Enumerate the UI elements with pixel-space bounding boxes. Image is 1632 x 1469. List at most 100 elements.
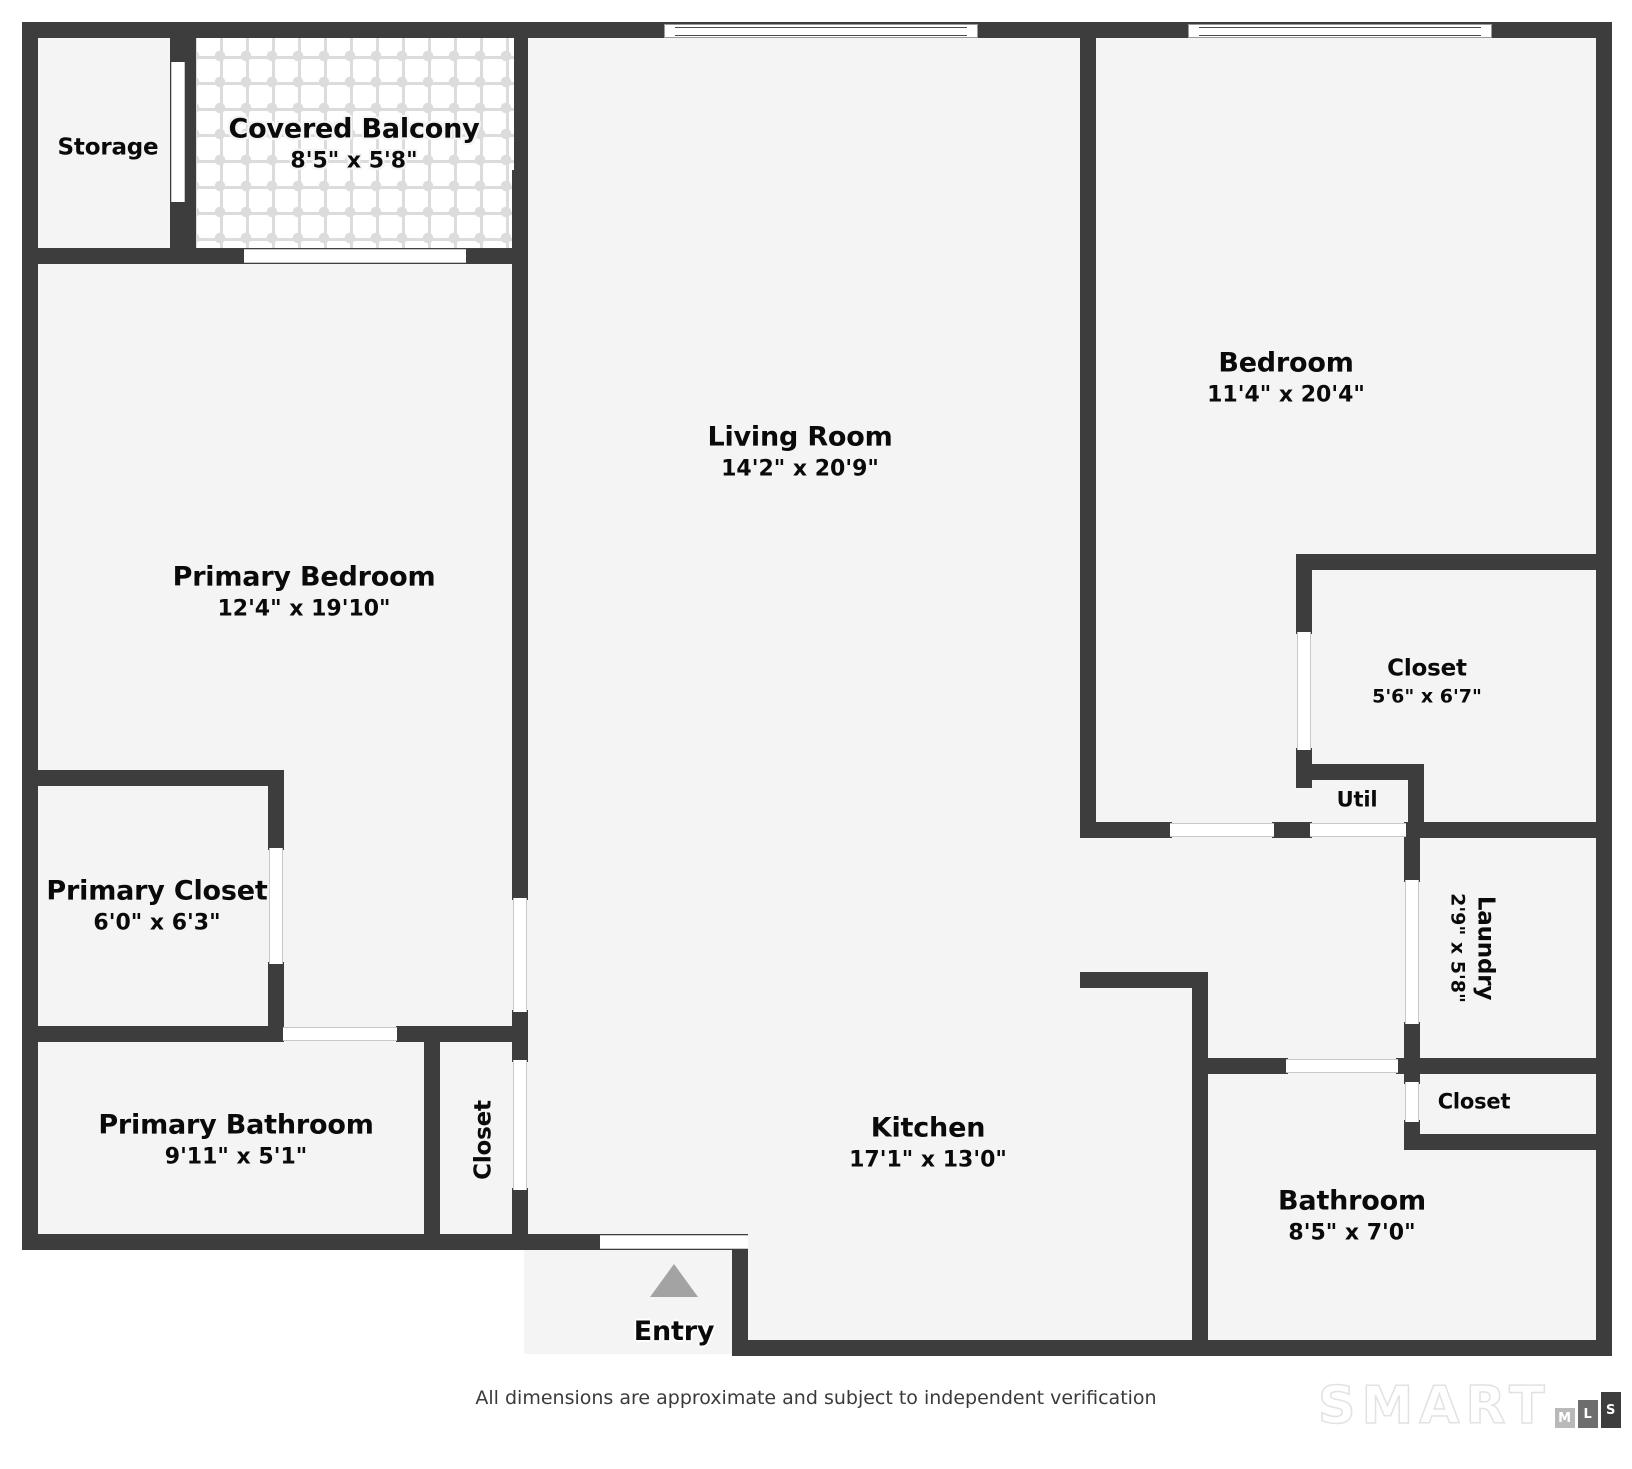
room-fill-storage: [36, 36, 182, 260]
wall-living-primary-upper: [512, 170, 528, 900]
label-small-closet-name: Closet: [1437, 1089, 1511, 1114]
wall-bedroom-bottom-left: [1080, 822, 1172, 838]
label-covered-balcony-name: Covered Balcony: [228, 113, 480, 145]
wall-bathroom-left: [1192, 1066, 1208, 1354]
label-entry-name: Entry: [633, 1316, 715, 1348]
label-covered-balcony-dims: 8'5" x 5'8": [290, 148, 418, 174]
wall-exterior-bottom-right: [732, 1340, 1612, 1356]
label-bedroom-dims: 11'4" x 20'4": [1207, 382, 1365, 408]
label-primary-bedroom-dims: 12'4" x 19'10": [217, 596, 391, 622]
wall-util-top: [1296, 764, 1424, 780]
label-primary-bathroom: Primary Bathroom 9'11" x 5'1": [98, 1109, 374, 1171]
label-bedroom-closet-name: Closet: [1387, 655, 1467, 682]
label-bathroom: Bathroom 8'5" x 7'0": [1278, 1186, 1426, 1247]
label-living-room-dims: 14'2" x 20'9": [721, 456, 879, 482]
wall-primary-closet-right-l: [268, 962, 284, 1038]
watermark-boxes: M L S: [1554, 1392, 1621, 1428]
door-laundry: [1405, 880, 1419, 1024]
wall-balcony-right: [514, 22, 528, 180]
wall-bedroom-bottom-mid: [1272, 822, 1312, 838]
wall-primary-closet-top: [22, 770, 282, 786]
label-primary-bathroom-dims: 9'11" x 5'1": [164, 1144, 308, 1170]
wall-exterior-left: [22, 22, 38, 1250]
label-primary-bathroom-name: Primary Bathroom: [98, 1109, 374, 1141]
label-kitchen-name: Kitchen: [870, 1112, 986, 1144]
label-storage-name: Storage: [57, 134, 159, 161]
wall-exterior-top-left: [22, 22, 534, 38]
label-util: Util: [1337, 788, 1378, 813]
label-bedroom-name: Bedroom: [1218, 347, 1354, 379]
label-entry: Entry: [634, 1316, 715, 1348]
room-fill-hall-closet: [432, 1032, 524, 1248]
label-primary-closet-name: Primary Closet: [46, 875, 268, 907]
wall-small-closet-left-u: [1404, 1058, 1420, 1084]
door-bedroom-closet: [1297, 632, 1311, 750]
wall-small-closet-left-l: [1404, 1120, 1420, 1150]
door-util: [1310, 823, 1406, 837]
room-fill-kitchen-top: [1084, 976, 1204, 1266]
watermark-box-s: S: [1600, 1392, 1621, 1428]
watermark-box-m: M: [1554, 1408, 1575, 1428]
door-bathroom: [1286, 1059, 1398, 1073]
label-laundry-name: Laundry: [1472, 895, 1499, 1001]
wall-bedroom-closet-top: [1296, 554, 1612, 570]
wall-primary-closet-right-u: [268, 770, 284, 850]
label-primary-closet-dims: 6'0" x 6'3": [93, 910, 221, 936]
label-primary-bedroom-name: Primary Bedroom: [172, 561, 436, 593]
label-hall-closet: Closet: [470, 1100, 497, 1180]
room-fill-primary-bathroom: [36, 1032, 432, 1248]
entry-direction-icon: [650, 1264, 698, 1297]
wall-bedroom-bottom-right: [1404, 822, 1612, 838]
wall-kitchen-nook-top: [1080, 972, 1208, 988]
label-bedroom: Bedroom 11'4" x 20'4": [1207, 348, 1365, 409]
label-util-name: Util: [1336, 787, 1378, 812]
wall-small-closet-bottom: [1404, 1134, 1612, 1150]
door-entry: [600, 1235, 748, 1249]
wall-laundry-left-upper: [1404, 830, 1420, 882]
wall-storage-bottom: [22, 248, 186, 264]
room-fill-bedroom-closet: [1300, 560, 1600, 780]
label-bathroom-dims: 8'5" x 7'0": [1288, 1220, 1416, 1246]
label-storage: Storage: [58, 134, 159, 161]
smart-mls-watermark: SMART M L S: [1317, 1376, 1621, 1436]
balcony-tile-texture: [194, 30, 526, 260]
label-small-closet: Closet: [1438, 1090, 1511, 1115]
label-laundry-dims: 2'9" x 5'8": [1446, 893, 1469, 1003]
label-primary-bedroom: Primary Bedroom 12'4" x 19'10": [173, 562, 436, 623]
wall-util-right: [1408, 764, 1424, 836]
door-balcony: [244, 249, 466, 263]
label-living-room-name: Living Room: [707, 421, 893, 453]
door-living-primary-up: [513, 898, 527, 1012]
wall-living-bedroom: [1080, 22, 1096, 836]
label-bedroom-closet-dims: 5'6" x 6'7": [1372, 685, 1482, 708]
label-hall-closet-name: Closet: [470, 1100, 497, 1180]
room-fill-living-room: [524, 28, 1084, 1248]
label-bathroom-name: Bathroom: [1278, 1185, 1426, 1217]
window-bedroom-top: [1188, 24, 1492, 38]
wall-hall-closet-left: [424, 1034, 440, 1250]
watermark-box-l: L: [1577, 1400, 1598, 1428]
wall-entry-right: [732, 1234, 748, 1356]
label-kitchen-dims: 17'1" x 13'0": [849, 1147, 1007, 1173]
wall-exterior-bottom-left: [22, 1234, 534, 1250]
wall-bathroom-top-left: [1192, 1058, 1288, 1074]
label-kitchen: Kitchen 17'1" x 13'0": [849, 1113, 1007, 1174]
label-bedroom-closet: Closet 5'6" x 6'7": [1372, 656, 1482, 709]
wall-primary-bathroom-top: [22, 1026, 284, 1042]
wall-living-primary-lower: [512, 1188, 528, 1250]
door-hall-closet: [513, 1060, 527, 1190]
label-covered-balcony: Covered Balcony 8'5" x 5'8": [228, 114, 479, 175]
wall-bathroom-top-right: [1396, 1058, 1612, 1074]
door-small-closet: [1405, 1082, 1419, 1122]
watermark-text: SMART: [1317, 1376, 1551, 1436]
label-primary-closet: Primary Closet 6'0" x 6'3": [46, 876, 267, 937]
door-primary-bathroom: [283, 1027, 397, 1041]
wall-exterior-right: [1596, 22, 1612, 1356]
door-primary-closet: [269, 848, 283, 964]
label-laundry: Laundry 2'9" x 5'8": [1446, 893, 1499, 1003]
wall-primary-bathroom-top-r: [396, 1026, 528, 1042]
door-bedroom: [1170, 823, 1274, 837]
door-storage: [171, 62, 185, 202]
label-living-room: Living Room 14'2" x 20'9": [707, 422, 892, 483]
